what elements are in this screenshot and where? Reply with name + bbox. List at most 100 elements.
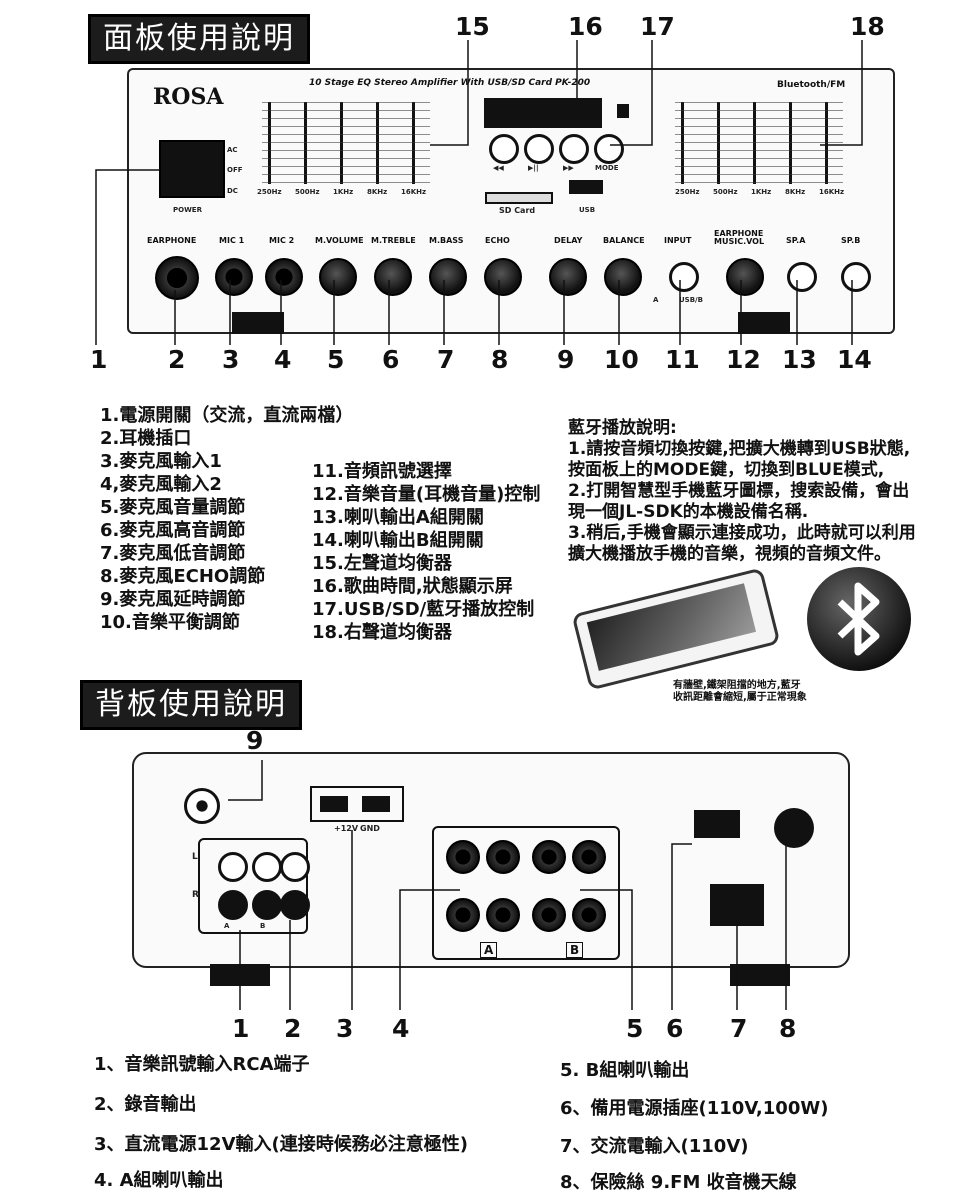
back-callout-2: 2 <box>284 1014 302 1043</box>
rca-jack[interactable] <box>218 852 248 882</box>
play-pause-button[interactable] <box>524 134 554 164</box>
dc-12v-terminal[interactable] <box>310 786 404 822</box>
callout-3: 3 <box>222 345 240 374</box>
back-panel: +12V GND L R A B A B <box>132 752 850 968</box>
back-legend-item: 6、備用電源插座(110V,100W) <box>560 1098 829 1119</box>
callout-8: 8 <box>491 345 509 374</box>
delay-label: DELAY <box>554 236 583 245</box>
mic-bass-knob[interactable] <box>429 258 467 296</box>
speaker-terminal[interactable] <box>572 840 606 874</box>
fm-antenna-socket[interactable] <box>184 788 220 824</box>
mode-button[interactable] <box>594 134 624 164</box>
eq-freq-label: 8KHz <box>367 188 388 196</box>
speaker-terminal[interactable] <box>532 898 566 932</box>
power-off-label: OFF <box>227 166 243 174</box>
speaker-b-switch[interactable] <box>841 262 871 292</box>
bluetooth-line: 按面板上的MODE鍵，切換到BLUE模式, <box>568 460 885 480</box>
mbass-label: M.BASS <box>429 236 464 245</box>
eq-scale-lines <box>675 102 843 184</box>
mic2-jack[interactable] <box>265 258 303 296</box>
back-legend-item: 1、音樂訊號輸入RCA端子 <box>94 1054 310 1075</box>
phone-screen <box>586 583 757 671</box>
legend-item: 1.電源開關（交流，直流兩檔） <box>100 405 354 426</box>
rca-b-label: B <box>260 922 266 930</box>
music-volume-knob[interactable] <box>726 258 764 296</box>
rca-jack[interactable] <box>218 890 248 920</box>
music-vol-label: EARPHONE MUSIC.VOL <box>714 229 765 246</box>
eq-freq-label: 250Hz <box>675 188 700 196</box>
back-foot-right <box>730 964 790 986</box>
smartphone-image <box>571 567 781 691</box>
brand-logo: ROSA <box>153 84 224 110</box>
spb-label: SP.B <box>841 236 861 245</box>
ac-inlet[interactable] <box>710 884 764 926</box>
legend-item: 5.麥克風音量調節 <box>100 497 246 518</box>
speaker-a-switch[interactable] <box>787 262 817 292</box>
speaker-terminal[interactable] <box>572 898 606 932</box>
next-label: ▶▶ <box>563 164 574 172</box>
callout-15: 15 <box>455 12 490 41</box>
speaker-terminal[interactable] <box>446 898 480 932</box>
usb-port[interactable] <box>569 180 603 194</box>
sd-card-slot[interactable] <box>485 192 553 204</box>
eq-freq-label: 16KHz <box>401 188 427 196</box>
earphone-jack[interactable] <box>155 256 199 300</box>
prev-button[interactable] <box>489 134 519 164</box>
legend-item: 2.耳機插口 <box>100 428 192 449</box>
eq-freq-label: 500Hz <box>295 188 320 196</box>
back-legend-item: 8、保險絲 9.FM 收音機天線 <box>560 1172 797 1193</box>
eq-freq-label: 1KHz <box>751 188 772 196</box>
callout-2: 2 <box>168 345 186 374</box>
status-display <box>484 98 602 128</box>
usb-label: USB <box>579 206 596 214</box>
bluetooth-line: 擴大機播放手機的音樂，視頻的音頻文件。 <box>568 544 891 564</box>
rca-jack[interactable] <box>280 890 310 920</box>
front-panel-banner: 面板使用說明 <box>88 14 310 64</box>
speaker-terminal[interactable] <box>486 840 520 874</box>
next-button[interactable] <box>559 134 589 164</box>
eq-freq-label: 500Hz <box>713 188 738 196</box>
callout-6: 6 <box>382 345 400 374</box>
front-foot-right <box>738 312 790 334</box>
back-callout-7: 7 <box>730 1014 748 1043</box>
mic1-label: MIC 1 <box>219 236 245 245</box>
rca-jack[interactable] <box>280 852 310 882</box>
prev-label: ◀◀ <box>493 164 504 172</box>
back-legend-item: 5. B組喇叭輸出 <box>560 1060 690 1081</box>
mic1-jack[interactable] <box>215 258 253 296</box>
callout-4: 4 <box>274 345 292 374</box>
legend-item: 14.喇叭輸出B組開關 <box>312 530 484 551</box>
callout-14: 14 <box>837 345 872 374</box>
front-legend-mid: 11.音頻訊號選擇 12.音樂音量(耳機音量)控制 13.喇叭輸出A組開關 14… <box>312 460 540 644</box>
legend-item: 9.麥克風延時調節 <box>100 589 246 610</box>
bluetooth-instructions: 藍牙播放說明: 1.請按音頻切換按鍵,把擴大機轉到USB狀態, 按面板上的MOD… <box>568 418 916 565</box>
speaker-terminal[interactable] <box>532 840 566 874</box>
mic-volume-knob[interactable] <box>319 258 357 296</box>
speaker-terminal[interactable] <box>446 840 480 874</box>
dc-gnd-label: GND <box>360 824 380 833</box>
power-ac-label: AC <box>227 146 238 154</box>
back-legend-item: 7、交流電輸入(110V) <box>560 1136 749 1157</box>
delay-knob[interactable] <box>549 258 587 296</box>
fuse-holder[interactable] <box>774 808 814 848</box>
back-callout-8: 8 <box>779 1014 797 1043</box>
input-usb-label: USB/B <box>679 296 703 304</box>
power-label: POWER <box>173 206 202 214</box>
bluetooth-icon <box>807 567 911 671</box>
callout-7: 7 <box>437 345 455 374</box>
balance-knob[interactable] <box>604 258 642 296</box>
mic-treble-knob[interactable] <box>374 258 412 296</box>
spare-power-outlet[interactable] <box>694 810 740 838</box>
legend-item: 17.USB/SD/藍牙播放控制 <box>312 599 535 620</box>
back-legend-item: 3、直流電源12V輸入(連接時候務必注意極性) <box>94 1134 468 1155</box>
bluetooth-line: 2.打開智慧型手機藍牙圖標，搜索設備，會出 <box>568 481 910 501</box>
mode-label: MODE <box>595 164 619 172</box>
input-select-button[interactable] <box>669 262 699 292</box>
sd-label: SD Card <box>499 206 536 215</box>
echo-knob[interactable] <box>484 258 522 296</box>
legend-item: 3.麥克風輸入1 <box>100 451 222 472</box>
speaker-terminal[interactable] <box>486 898 520 932</box>
callout-9: 9 <box>557 345 575 374</box>
legend-item: 10.音樂平衡調節 <box>100 612 240 633</box>
power-switch[interactable] <box>159 140 225 198</box>
